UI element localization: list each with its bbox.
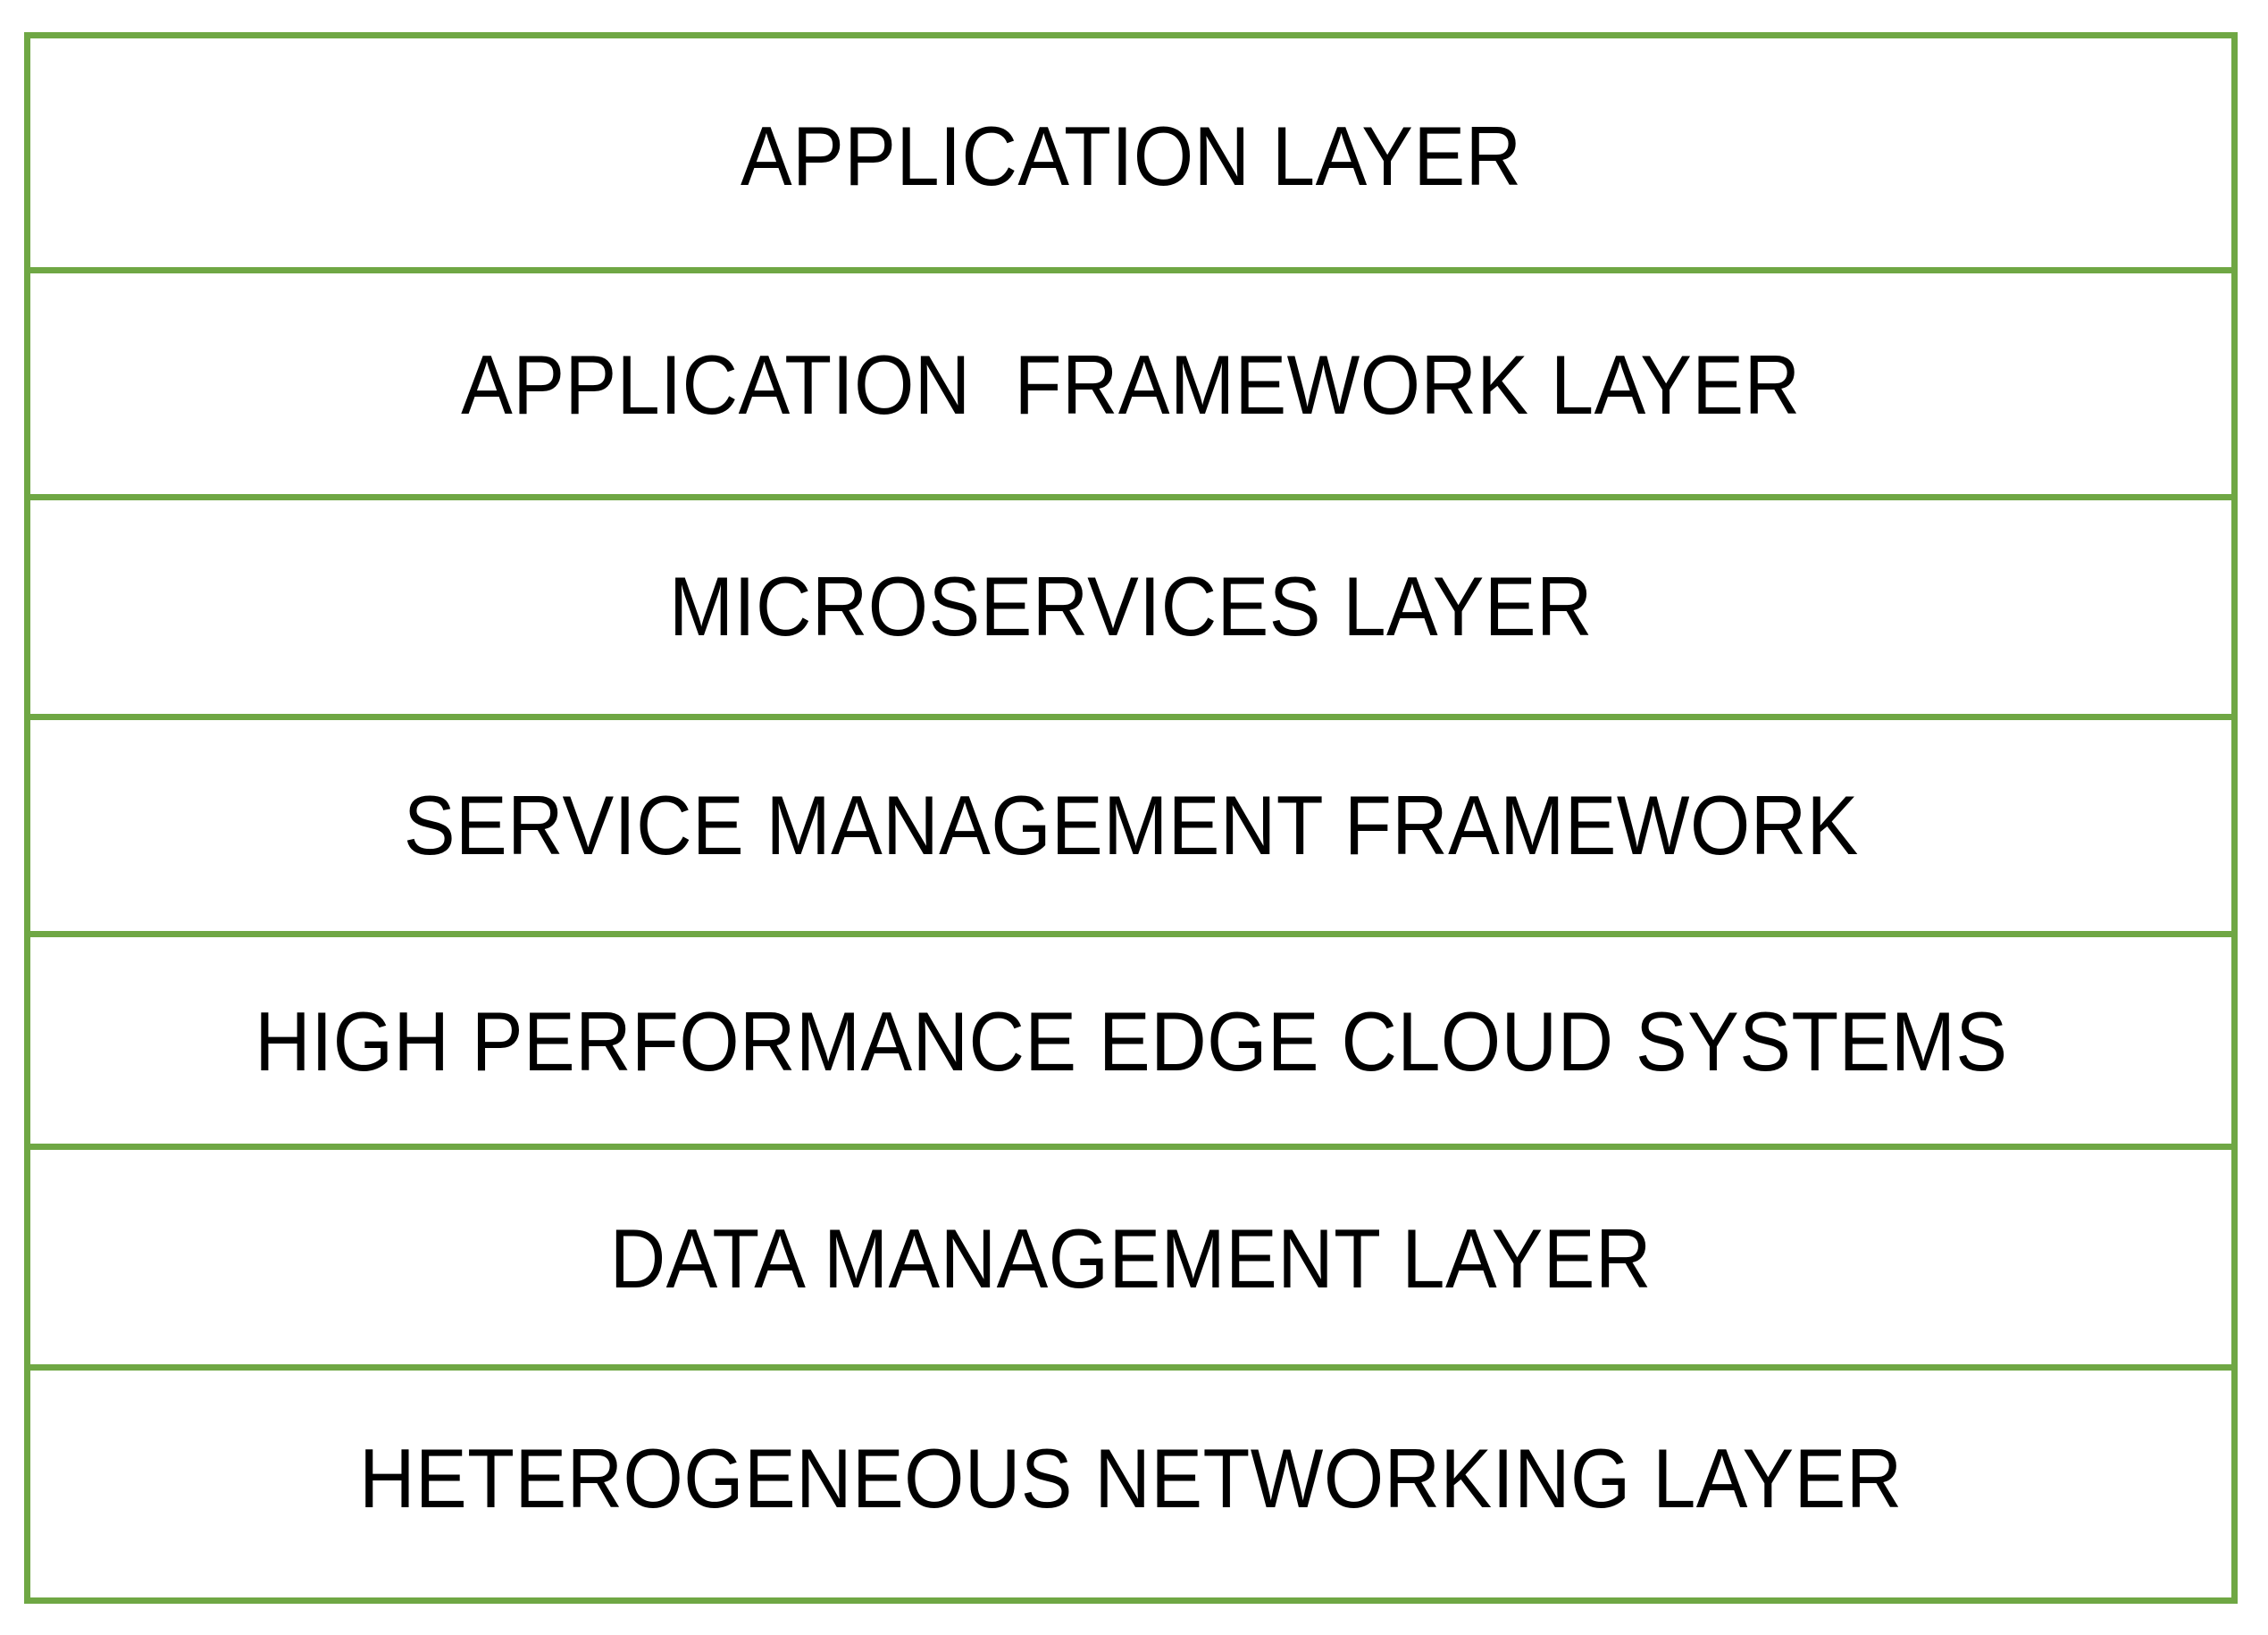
layer-row-application: APPLICATION LAYER [30,38,2231,273]
layer-label-heterogeneous-networking: HETEROGENEOUS NETWORKING LAYER [359,1430,1903,1525]
layer-stack: APPLICATION LAYER APPLICATION FRAMEWORK … [24,32,2238,1604]
layer-row-data-management: DATA MANAGEMENT LAYER [30,1150,2231,1371]
layer-row-high-performance-edge-cloud-systems: HIGH PERFORMANCE EDGE CLOUD SYSTEMS [30,936,2231,1151]
layer-label-high-performance-edge-cloud-systems: HIGH PERFORMANCE EDGE CLOUD SYSTEMS [254,994,2008,1089]
layer-label-application: APPLICATION LAYER [740,108,1522,203]
layer-row-application-framework: APPLICATION FRAMEWORK LAYER [30,272,2231,500]
layer-label-data-management: DATA MANAGEMENT LAYER [609,1211,1653,1305]
layer-row-service-management-framework: SERVICE MANAGEMENT FRAMEWORK [30,719,2231,937]
layer-label-service-management-framework: SERVICE MANAGEMENT FRAMEWORK [403,777,1859,872]
layer-label-application-framework: APPLICATION FRAMEWORK LAYER [461,338,1801,432]
layer-row-heterogeneous-networking: HETEROGENEOUS NETWORKING LAYER [30,1371,2231,1597]
layer-label-microservices: MICROSERVICES LAYER [669,559,1593,654]
layer-row-microservices: MICROSERVICES LAYER [30,499,2231,720]
